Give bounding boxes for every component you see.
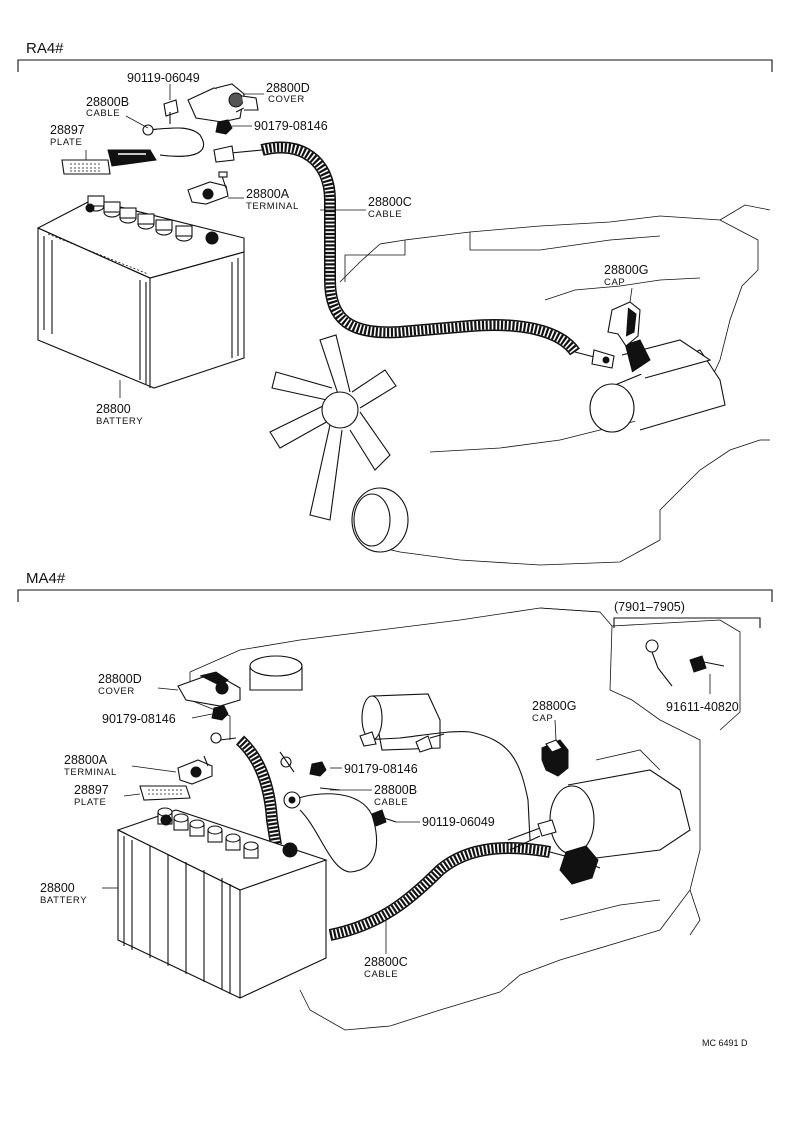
label-cap-nm-ma4: CAP bbox=[532, 713, 553, 724]
cap-ra4 bbox=[607, 301, 641, 347]
intake-ma4 bbox=[361, 693, 441, 751]
cap-ma4 bbox=[541, 739, 569, 777]
ring-terminals-ma4 bbox=[210, 732, 295, 773]
label-cap-nm-ra4: CAP bbox=[604, 277, 625, 288]
label-plate-pn-ra4: 28897 bbox=[50, 123, 85, 137]
battery-ra4 bbox=[36, 195, 245, 389]
plate-ma4 bbox=[139, 785, 191, 801]
label-cover-pn-ma4: 28800D bbox=[98, 672, 142, 686]
label-battery-nm-ma4: BATTERY bbox=[40, 895, 87, 906]
label-cable-b-pn-ra4: 28800B bbox=[86, 95, 129, 109]
oil-cap-ma4 bbox=[249, 655, 303, 691]
label-terminal-nm-ra4: TERMINAL bbox=[246, 201, 299, 212]
label-cap-pn-ra4: 28800G bbox=[604, 263, 648, 277]
cover-ma4 bbox=[177, 671, 241, 707]
leaders-ra4 bbox=[85, 84, 633, 398]
label-bolt-b-ma4: 91611-40820 bbox=[666, 700, 739, 714]
label-cable-b-nm-ra4: CABLE bbox=[86, 108, 120, 119]
section-bracket-ma4 bbox=[17, 589, 773, 602]
label-bolt-ra4: 90119-06049 bbox=[127, 71, 200, 85]
label-battery-nm-ra4: BATTERY bbox=[96, 416, 143, 427]
cable-c-ma4 bbox=[235, 735, 552, 941]
cable-b-ra4 bbox=[107, 124, 205, 167]
label-cable-c-nm-ma4: CABLE bbox=[364, 969, 398, 980]
fan-ra4 bbox=[269, 334, 409, 553]
label-battery-pn-ra4: 28800 bbox=[96, 402, 131, 416]
label-plate-pn-ma4: 28897 bbox=[74, 783, 109, 797]
label-plate-nm-ra4: PLATE bbox=[50, 137, 82, 148]
terminal-ma4 bbox=[177, 755, 213, 785]
label-nut-1-ma4: 90179-08146 bbox=[102, 712, 176, 726]
bolt-ra4 bbox=[163, 99, 179, 124]
terminal-ra4 bbox=[187, 171, 229, 205]
label-cable-b-pn-ma4: 28800B bbox=[374, 783, 417, 797]
label-range-ma4: (7901–7905) bbox=[614, 600, 685, 614]
label-terminal-nm-ma4: TERMINAL bbox=[64, 767, 117, 778]
label-terminal-pn-ma4: 28800A bbox=[64, 753, 108, 767]
label-cap-pn-ma4: 28800G bbox=[532, 699, 576, 713]
label-terminal-pn-ra4: 28800A bbox=[246, 187, 290, 201]
label-nut-2-ma4: 90179-08146 bbox=[344, 762, 418, 776]
inset-ma4 bbox=[613, 617, 761, 694]
label-cable-b-nm-ma4: CABLE bbox=[374, 797, 408, 808]
section-title-ra4: RA4# bbox=[26, 40, 64, 57]
label-plate-nm-ma4: PLATE bbox=[74, 797, 106, 808]
label-cover-pn-ra4: 28800D bbox=[266, 81, 310, 95]
nuts-ma4 bbox=[211, 705, 327, 777]
label-nut-ra4: 90179-08146 bbox=[254, 119, 328, 133]
cable-c-ra4 bbox=[213, 141, 615, 369]
label-bolt-a-ma4: 90119-06049 bbox=[422, 815, 495, 829]
leaders-ma4 bbox=[102, 687, 557, 954]
section-bracket-ra4 bbox=[17, 59, 773, 72]
label-cable-c-pn-ma4: 28800C bbox=[364, 955, 408, 969]
label-cable-c-pn-ra4: 28800C bbox=[368, 195, 412, 209]
wire-ma4 bbox=[359, 731, 531, 841]
starter-ma4 bbox=[549, 749, 691, 861]
label-cable-c-nm-ra4: CABLE bbox=[368, 209, 402, 220]
battery-ma4 bbox=[116, 807, 328, 999]
cable-b-ma4 bbox=[283, 787, 377, 873]
section-ra4: RA4# bbox=[17, 40, 773, 566]
starter-ra4 bbox=[589, 339, 726, 433]
bolt-a-ma4 bbox=[371, 809, 397, 827]
cover-ra4 bbox=[187, 83, 259, 123]
label-cover-nm-ma4: COVER bbox=[98, 686, 135, 697]
section-ma4: MA4# bbox=[17, 570, 773, 1031]
label-battery-pn-ma4: 28800 bbox=[40, 881, 75, 895]
plate-ra4 bbox=[61, 159, 111, 175]
nut-ra4 bbox=[215, 119, 233, 135]
label-cover-nm-ra4: COVER bbox=[268, 94, 305, 105]
starter-terminals-ma4 bbox=[507, 819, 601, 885]
footer-code: MC 6491 D bbox=[702, 1038, 748, 1048]
section-title-ma4: MA4# bbox=[26, 570, 66, 587]
